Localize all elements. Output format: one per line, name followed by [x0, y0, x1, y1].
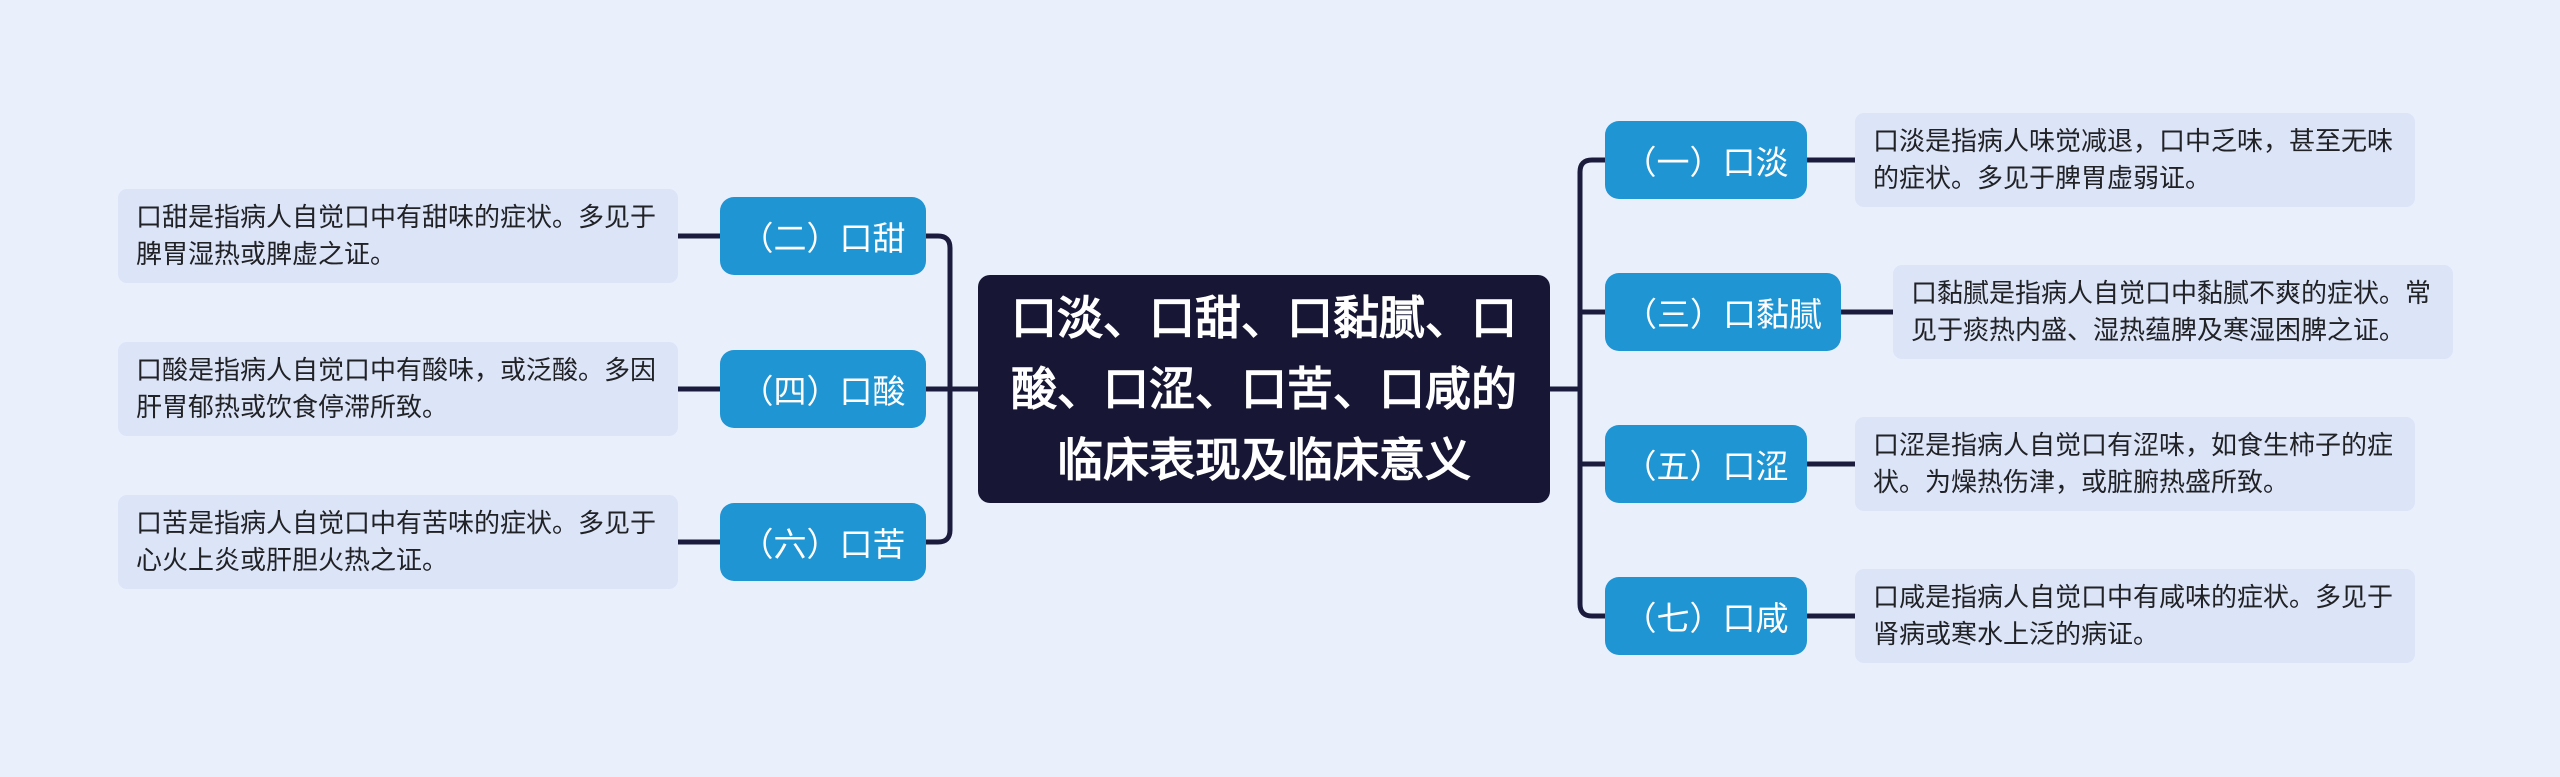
branch-description-left-1[interactable]: 口甜是指病人自觉口中有甜味的症状。多见于脾胃湿热或脾虚之证。 [118, 189, 678, 283]
branch-node-left-1[interactable]: （二）口甜 [720, 197, 926, 275]
branch-node-right-3[interactable]: （五）口涩 [1605, 425, 1807, 503]
branch-description-right-4[interactable]: 口咸是指病人自觉口中有咸味的症状。多见于肾病或寒水上泛的病证。 [1855, 569, 2415, 663]
branch-node-left-2[interactable]: （四）口酸 [720, 350, 926, 428]
connector-trunk-right [1577, 157, 1608, 619]
branch-node-right-2[interactable]: （三）口黏腻 [1605, 273, 1841, 351]
branch-description-left-3[interactable]: 口苦是指病人自觉口中有苦味的症状。多见于心火上炎或肝胆火热之证。 [118, 495, 678, 589]
branch-node-right-4[interactable]: （七）口咸 [1605, 577, 1807, 655]
branch-description-left-2[interactable]: 口酸是指病人自觉口中有酸味，或泛酸。多因肝胃郁热或饮食停滞所致。 [118, 342, 678, 436]
branch-description-right-2[interactable]: 口黏腻是指病人自觉口中黏腻不爽的症状。常见于痰热内盛、湿热蕴脾及寒湿困脾之证。 [1893, 265, 2453, 359]
branch-node-right-1[interactable]: （一）口淡 [1605, 121, 1807, 199]
branch-description-right-1[interactable]: 口淡是指病人味觉减退，口中乏味，甚至无味的症状。多见于脾胃虚弱证。 [1855, 113, 2415, 207]
branch-node-left-3[interactable]: （六）口苦 [720, 503, 926, 581]
branch-description-right-3[interactable]: 口涩是指病人自觉口有涩味，如食生柿子的症状。为燥热伤津，或脏腑热盛所致。 [1855, 417, 2415, 511]
root-topic[interactable]: 口淡、口甜、口黏腻、口酸、口涩、口苦、口咸的临床表现及临床意义 [978, 275, 1550, 503]
